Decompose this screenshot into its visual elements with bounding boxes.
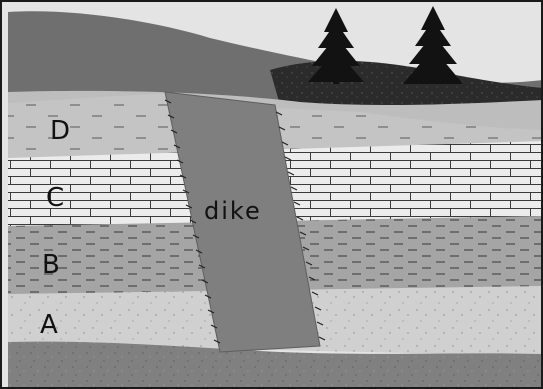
layer-label-d: D bbox=[50, 116, 70, 146]
dike-label: dike bbox=[204, 197, 262, 225]
layer-label-b: B bbox=[42, 250, 60, 280]
layer-label-c: C bbox=[46, 183, 64, 213]
layer-label-a: A bbox=[40, 310, 58, 340]
